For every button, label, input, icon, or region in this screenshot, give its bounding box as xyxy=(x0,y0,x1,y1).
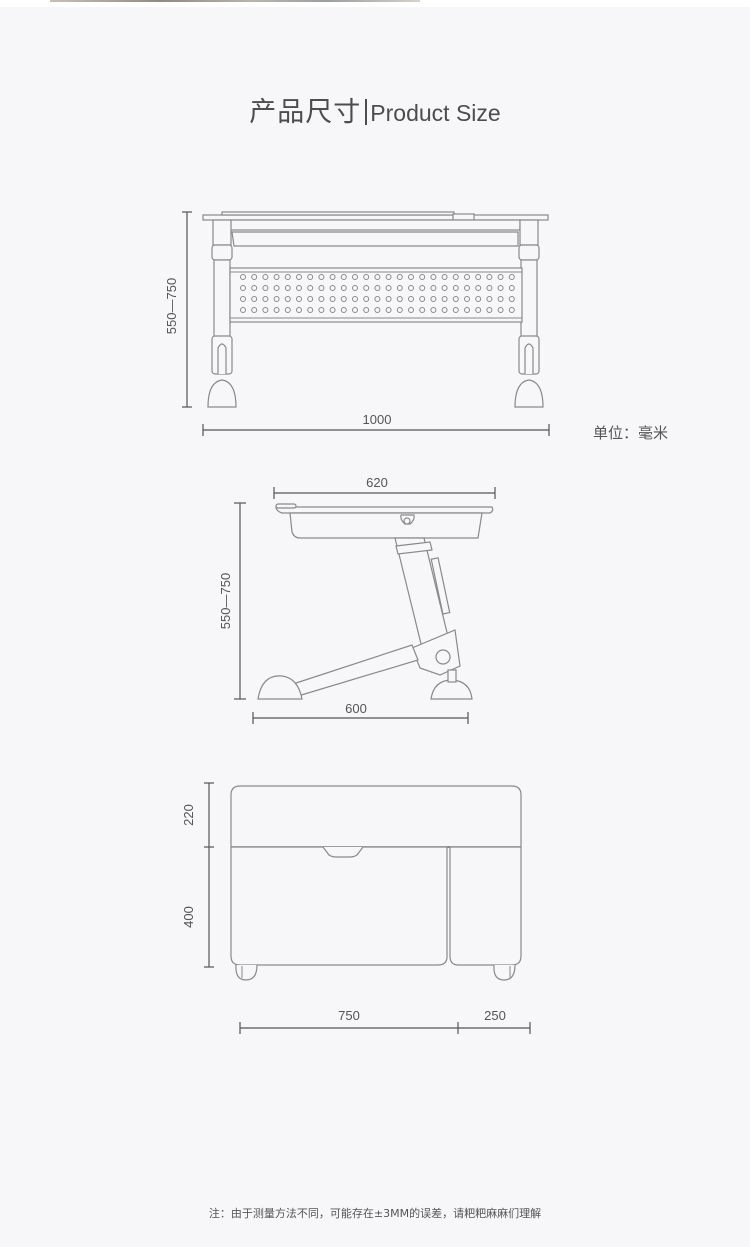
front-view-drawing: 550—750 1000 xyxy=(164,211,550,436)
perforation-holes xyxy=(240,274,515,313)
top-strip xyxy=(0,0,750,7)
side-view-drawing: 620 550—750 600 xyxy=(218,475,496,724)
footer-note: 注：由于测量方法不同，可能存在±3MM的误差，请粑粑麻麻们理解 xyxy=(208,1207,542,1220)
cabinet-side-width-label: 250 xyxy=(484,1008,506,1023)
front-height-label: 550—750 xyxy=(164,278,179,334)
cabinet-main-width-label: 750 xyxy=(338,1008,360,1023)
cabinet-view-drawing: 220 400 750 250 xyxy=(181,782,531,1034)
unit-label: 单位：毫米 xyxy=(593,424,669,442)
side-height-label: 550—750 xyxy=(218,573,233,629)
title-separator xyxy=(365,99,368,125)
cabinet-bottom-height-label: 400 xyxy=(181,906,196,928)
top-image-edge xyxy=(50,0,420,2)
page-title: 产品尺寸 Product Size xyxy=(0,90,750,129)
side-base-width-label: 600 xyxy=(345,701,367,716)
side-top-width-label: 620 xyxy=(366,475,388,490)
title-cn: 产品尺寸 xyxy=(249,97,362,128)
title-en: Product Size xyxy=(370,100,501,126)
cabinet-top-height-label: 220 xyxy=(181,804,196,826)
front-width-label: 1000 xyxy=(363,412,392,427)
